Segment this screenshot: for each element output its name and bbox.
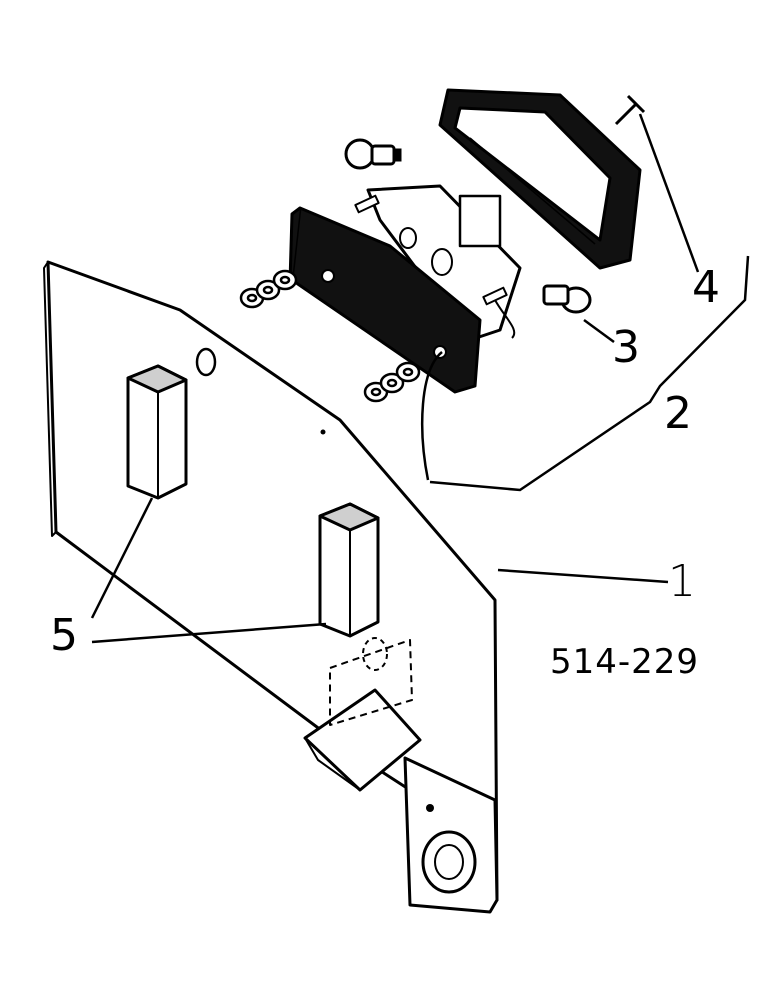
washer-set-lower bbox=[363, 361, 421, 403]
lamp-base-assembly bbox=[288, 184, 522, 394]
callout-part-4: 4 bbox=[692, 262, 720, 313]
callout-part-5: 5 bbox=[50, 610, 78, 661]
foam-pad-upper bbox=[126, 364, 188, 500]
lens-screw bbox=[614, 94, 646, 126]
washer-set-upper bbox=[239, 269, 298, 309]
lamp-wire bbox=[421, 351, 443, 481]
callout-part-3: 3 bbox=[612, 322, 640, 373]
lamp-wire-rear bbox=[494, 299, 516, 339]
bulb-upper bbox=[344, 138, 402, 170]
foam-pad-lower bbox=[318, 502, 380, 638]
callout-part-2: 2 bbox=[664, 388, 692, 439]
drawing-number: 514-229 bbox=[550, 642, 700, 682]
bulb-lower bbox=[542, 284, 592, 314]
callout-part-1: 1 bbox=[668, 556, 696, 607]
leader-lines bbox=[90, 113, 750, 644]
lamp-lens bbox=[438, 88, 642, 270]
